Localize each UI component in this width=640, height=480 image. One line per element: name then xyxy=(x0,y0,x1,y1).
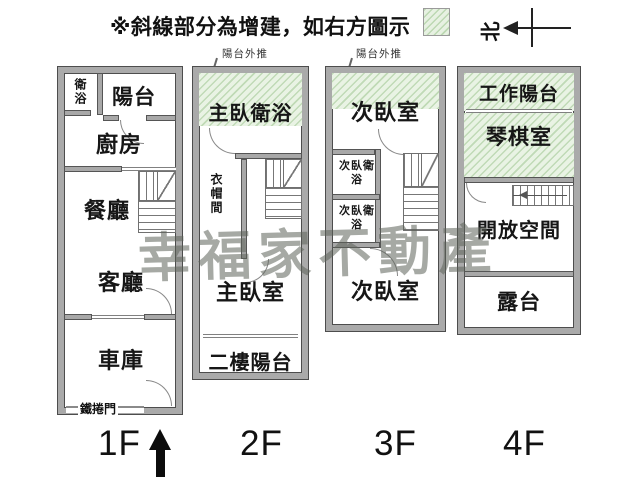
floor-label-2f: 2F xyxy=(240,424,283,463)
compass-line-vertical xyxy=(531,8,533,47)
legend-hatch-swatch xyxy=(423,8,450,36)
hatched-addition-area-2f xyxy=(199,73,302,126)
north-label: 北 xyxy=(480,21,503,42)
wall xyxy=(97,73,103,115)
room-label-master-2f: 主臥室 xyxy=(215,280,285,305)
hatched-addition-area-3f xyxy=(332,73,439,109)
room-label-garage-1f: 車庫 xyxy=(98,348,145,373)
wall xyxy=(64,110,91,116)
wall xyxy=(332,194,380,200)
wall xyxy=(64,314,92,320)
staircase-2f xyxy=(265,159,302,219)
wall xyxy=(64,166,122,172)
floorplan-3f: 次臥室 次臥衛浴 次臥衛浴 次臥室 xyxy=(326,67,445,331)
hatched-addition-area-4f-top xyxy=(464,73,574,111)
room-label-bath-1f: 衛浴 xyxy=(73,78,87,106)
staircase-4f xyxy=(512,185,574,206)
floor-label-1f: 1F xyxy=(98,424,141,463)
floorplan-4f: 工作陽台 琴棋室 開放空間 露台 xyxy=(458,67,580,334)
annotation-balcony-pushout-2f: 陽台外推 xyxy=(222,48,268,60)
room-label-terrace-4f: 露台 xyxy=(497,291,541,314)
staircase-1f xyxy=(138,171,176,233)
north-arrow-icon xyxy=(503,21,518,35)
room-label-dining-1f: 餐廳 xyxy=(84,198,131,223)
wall xyxy=(332,149,375,155)
window xyxy=(466,109,572,113)
staircase-3f xyxy=(403,153,439,231)
room-label-bath2-3f: 次臥衛浴 xyxy=(339,205,375,231)
door-arc xyxy=(466,183,486,203)
rolling-door-label: 鐵捲門 xyxy=(78,400,119,417)
header-note: ※斜線部分為增建，如右方圖示 xyxy=(110,16,411,39)
room-label-closet-2f: 衣帽間 xyxy=(209,173,223,215)
annotation-balcony-pushout-3f: 陽台外推 xyxy=(356,48,402,60)
hatched-addition-area-4f-piano xyxy=(464,113,574,177)
room-label-kitchen-1f: 廚房 xyxy=(96,132,143,157)
room-label-work-balcony-4f: 工作陽台 xyxy=(478,84,559,105)
room-label-master-bath-2f: 主臥衛浴 xyxy=(208,103,293,125)
room-label-living-1f: 客廳 xyxy=(98,270,145,295)
floorplan-2f: 主臥衛浴 衣帽間 主臥室 二樓陽台 xyxy=(193,67,308,379)
door-arc xyxy=(209,128,235,154)
wall xyxy=(464,177,574,183)
door-arc xyxy=(146,380,172,406)
room-label-balcony-1f: 陽台 xyxy=(112,86,156,109)
wall xyxy=(464,271,574,277)
room-label-balcony-2f: 二樓陽台 xyxy=(208,352,293,374)
room-label-bedroom-top-3f: 次臥室 xyxy=(350,100,420,125)
room-label-open-4f: 開放空間 xyxy=(477,220,561,242)
watermark: 幸福家不動產 xyxy=(137,220,499,289)
wall xyxy=(146,115,176,121)
window xyxy=(203,334,298,338)
compass-line-horizontal xyxy=(515,27,571,29)
window xyxy=(92,315,144,319)
room-label-bedroom-bottom-3f: 次臥室 xyxy=(350,279,420,304)
door-arc xyxy=(378,129,404,155)
wall xyxy=(241,159,247,259)
room-label-bath1-3f: 次臥衛浴 xyxy=(339,160,375,186)
up-arrow-icon xyxy=(149,429,171,477)
wall xyxy=(144,314,176,320)
wall xyxy=(332,242,380,248)
window xyxy=(122,167,176,171)
floorplan-1f: 衛浴 陽台 廚房 餐廳 客廳 車庫 鐵捲門 xyxy=(58,67,182,417)
floor-label-3f: 3F xyxy=(374,424,417,463)
room-label-piano-4f: 琴棋室 xyxy=(486,126,552,149)
wall xyxy=(103,115,119,121)
floor-label-4f: 4F xyxy=(503,424,546,463)
wall xyxy=(235,153,302,159)
